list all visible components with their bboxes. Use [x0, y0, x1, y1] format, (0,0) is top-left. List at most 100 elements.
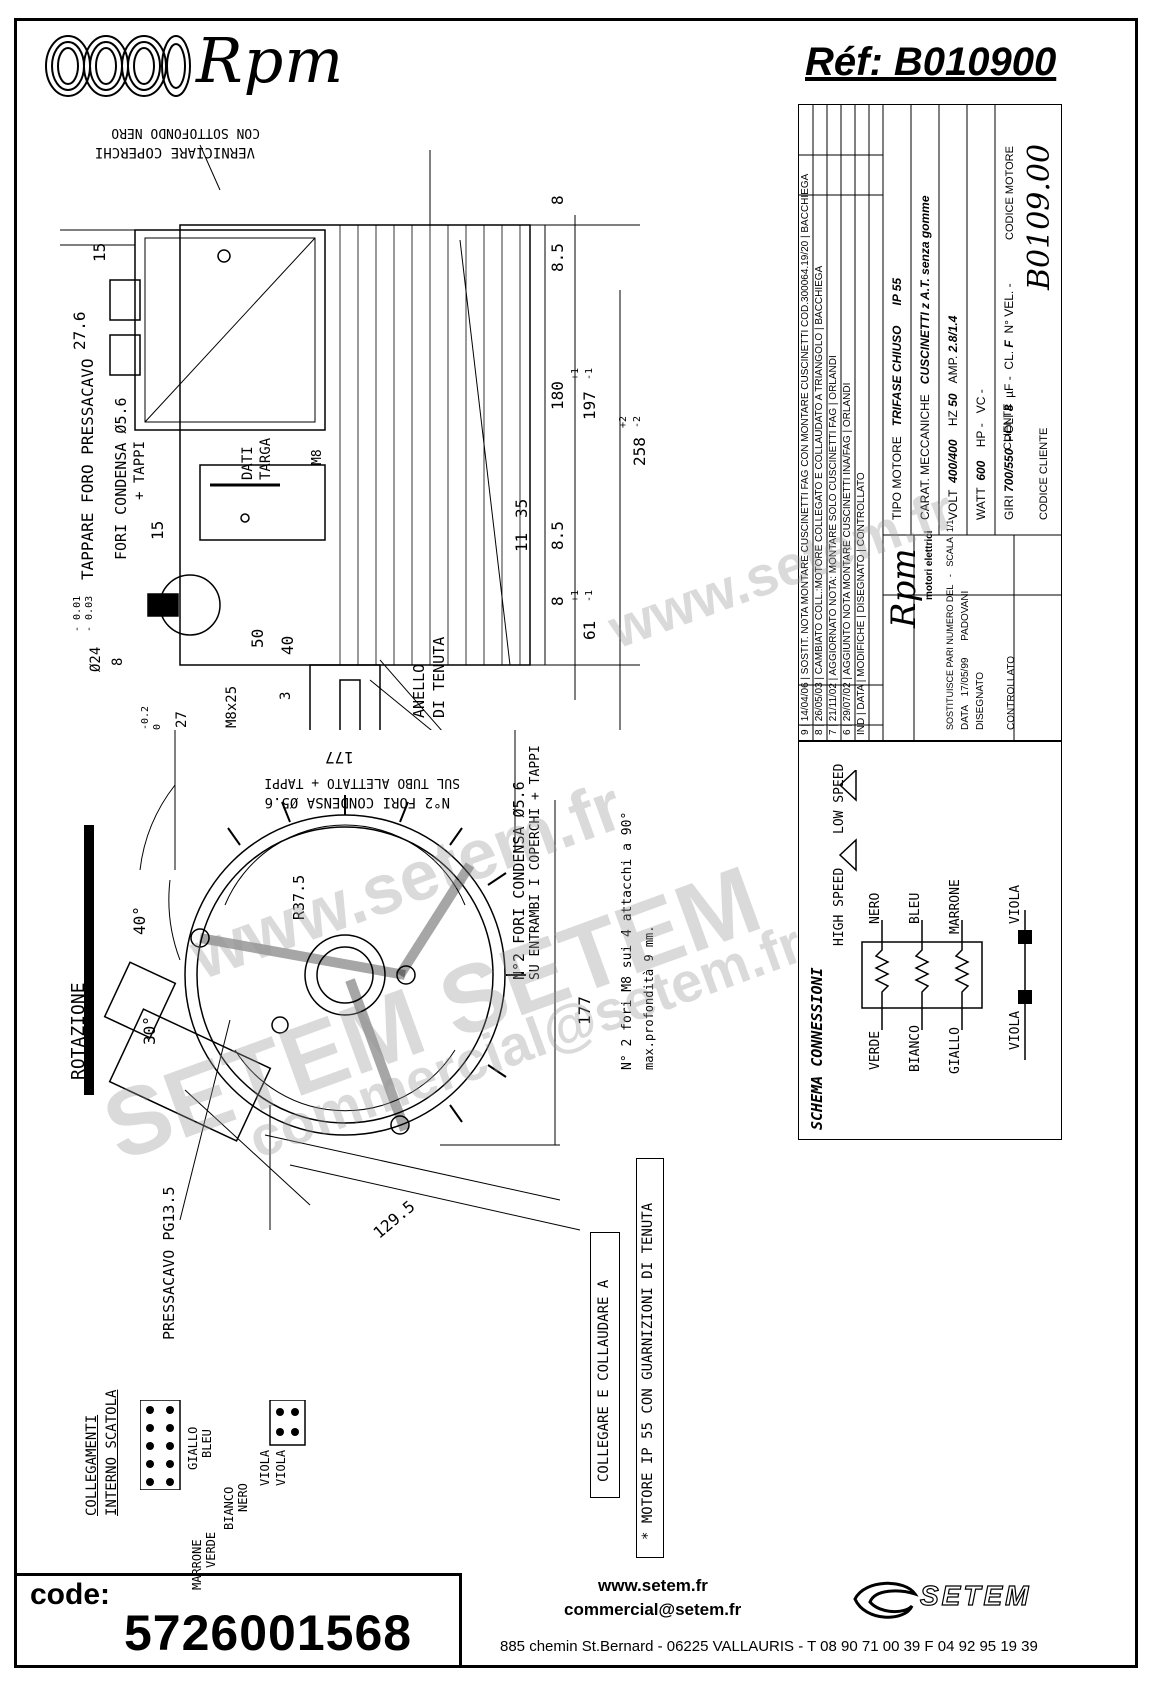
setem-swirl-icon: [853, 1581, 919, 1619]
dim-15-bottom: 15: [148, 520, 167, 540]
drawing-frame: [14, 18, 1138, 1668]
wire-viola-1: VIOLA: [258, 1449, 272, 1486]
dim-11: 11: [512, 532, 531, 552]
wire-nero: NERO: [236, 1483, 250, 1512]
mechanical-row: CARAT. MECCANICHE CUSCINETTI z A.T. senz…: [918, 195, 932, 520]
schema-wire-verde: VERDE: [868, 1030, 883, 1070]
wire-verde: VERDE: [204, 1531, 218, 1568]
rev-row-9: 9 | 14/04/06 | SOSTIT. NOTA MONTARE CUSC…: [800, 173, 811, 735]
schema-wire-bianco: BIANCO: [908, 1025, 923, 1072]
client-label: CLIENTE: [1002, 403, 1014, 450]
tube-drain-note: N°2 FORI CONDENSA Ø5.6: [264, 794, 450, 810]
motor-type-row: TIPO MOTORE TRIFASE CHIUSO IP 55: [890, 277, 904, 520]
connect-test-box: [590, 1232, 620, 1498]
schema-wire-marrone: MARRONE: [948, 879, 963, 934]
dim-40: 40: [278, 635, 297, 655]
title-block: [798, 104, 1062, 742]
brand-name: Rpm: [196, 24, 345, 97]
dim-3: 3: [278, 691, 294, 700]
motor-side-view: [60, 144, 640, 730]
connect-test-note: COLLEGARE E COLLAUDARE A: [596, 1279, 612, 1482]
dim-197: 197: [580, 391, 599, 420]
electrical-row-1: VOLT 400/400 HZ 50 AMP. 2.8/1.4: [946, 315, 960, 520]
schema-wire-nero: NERO: [868, 892, 883, 924]
dim-35: 35: [512, 498, 531, 518]
angle-30: 30°: [140, 1016, 159, 1045]
schema-wire-giallo: GIALLO: [948, 1027, 963, 1074]
code-box: [14, 1573, 462, 1668]
schema-viola-top: VIOLA: [1008, 884, 1023, 924]
schema-diagram: [838, 770, 1032, 1060]
code-label: code:: [30, 1578, 111, 1611]
paint-note-sub: CON SOTTOFONDO NERO: [111, 125, 260, 140]
dim-177-width: 177: [325, 748, 354, 767]
motor-front-view: [84, 730, 581, 1231]
wire-viola-2: VIOLA: [274, 1449, 288, 1486]
dim-8-bottom: 8: [548, 596, 567, 606]
dim-15-top: 15: [90, 242, 109, 262]
seal-ring-sub: DI TENUTA: [430, 636, 448, 718]
client-code-label: CODICE CLIENTE: [1038, 427, 1050, 520]
reference-number: Réf: B010900: [805, 40, 1057, 84]
dim-50: 50: [248, 628, 267, 648]
code-value: 5726001568: [124, 1605, 413, 1661]
rotation-label: ROTAZIONE: [68, 982, 89, 1080]
dim-258: 258: [630, 437, 649, 466]
connection-schema-box: [798, 740, 1062, 1140]
footer-website[interactable]: www.setem.fr: [598, 1576, 708, 1595]
dim-8-5-top: 8.5: [548, 243, 567, 272]
data-plate-sub: TARGA: [258, 437, 274, 480]
ip55-note: * MOTORE IP 55 CON GUARNIZIONI DI TENUTA: [640, 1202, 656, 1540]
internal-terminal-blocks: [140, 1400, 306, 1490]
wire-giallo: GIALLO: [186, 1426, 200, 1470]
dim-180: 180: [548, 381, 567, 410]
dim-197-tol-minus: -1: [584, 367, 595, 380]
m8-label: M8: [310, 449, 325, 465]
dim-8-shaft: 8: [110, 657, 126, 666]
rpm-logo-coil-icon: [45, 35, 191, 97]
seal-ring-label: ANELLO: [410, 663, 428, 718]
dim-258-tol-plus: +2: [618, 415, 629, 428]
schema-viola-bottom: VIOLA: [1008, 1010, 1023, 1050]
dim-27-6: 27.6: [70, 311, 89, 350]
shaft-thread: M8x25: [224, 685, 240, 728]
internal-box-label: COLLEGAMENTI: [84, 1414, 100, 1516]
wire-bianco: BIANCO: [222, 1486, 236, 1530]
tube-drain-sub: SUL TUBO ALETTATO + TAPPI: [264, 775, 460, 790]
drain-holes-sub: + TAPPI: [132, 440, 148, 500]
data-plate-label: DATI: [240, 446, 256, 480]
date-row: DATA 17/05/99 PADOVANI: [960, 590, 971, 730]
footer-address: 885 chemin St.Bernard - 06225 VALLAURIS …: [500, 1638, 1038, 1655]
dim-61-tol-plus: +1: [570, 589, 581, 602]
motor-code: B0109.00: [1022, 143, 1057, 290]
shaft-tolerance-bottom: - 0.03: [84, 595, 95, 632]
angle-40: 40°: [130, 906, 149, 935]
drain-holes-note: FORI CONDENSA Ø5.6: [112, 397, 130, 560]
schema-wire-bleu: BLEU: [908, 892, 923, 924]
wire-bleu: BLEU: [200, 1429, 214, 1458]
dim-8-top: 8: [548, 195, 567, 205]
shaft-tolerance-top: - 0.01: [72, 595, 83, 632]
motor-code-label: CODICE MOTORE: [1004, 146, 1016, 240]
cable-gland-note: PRESSACAVO PG13.5: [160, 1186, 178, 1340]
paint-note: VERNICIARE COPERCHI: [94, 144, 255, 160]
dim-8-5-bottom: 8.5: [548, 521, 567, 550]
drawn-label: DISEGNATO: [975, 672, 986, 730]
shaft-key-tolerance: -0.2: [140, 705, 151, 730]
checked-label: CONTROLLATO: [1006, 655, 1017, 730]
dim-61-tol-minus: -1: [584, 589, 595, 602]
footer-email[interactable]: commercial@setem.fr: [564, 1600, 742, 1619]
dim-61: 61: [580, 620, 599, 640]
dim-197-tol-plus: +1: [570, 367, 581, 380]
electrical-row-2: WATT 600 HP - VC -: [974, 389, 988, 520]
cap-hole-note: TAPPARE FORO PRESSACAVO: [78, 358, 97, 580]
setem-logo-text: SETEM: [919, 1579, 1032, 1611]
shaft-diameter: Ø24: [88, 646, 104, 672]
internal-box-sub: INTERNO SCATOLA: [104, 1389, 120, 1516]
dim-258-tol-minus: -2: [632, 415, 643, 428]
ip55-note-box: [636, 1158, 664, 1558]
rev-row-8: 8 | 26/05/03 | CAMBIATO COLL.:MOTORE COL…: [814, 265, 825, 735]
replaces-row: SOSTITUISCE PARI NUMERO DEL - SCALA 1/1: [945, 519, 955, 730]
electrical-row-3: GIRI 700/550 POLI 8 µF - CL. F N° VEL. -: [1002, 283, 1016, 520]
shaft-key-depth: 27: [174, 711, 190, 728]
